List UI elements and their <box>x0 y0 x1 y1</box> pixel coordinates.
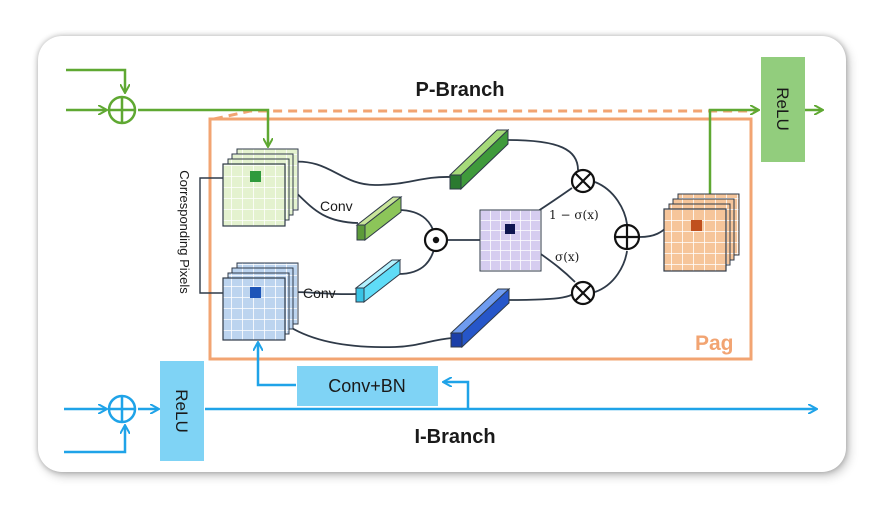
multiply-top-icon <box>570 168 596 194</box>
conv-bn-box <box>297 366 438 406</box>
pag-label: Pag <box>695 332 734 355</box>
orange-output-map <box>663 193 740 272</box>
conv-top-label: Conv <box>320 198 353 214</box>
conv-bn-label: Conv+BN <box>328 376 406 396</box>
i-branch-lines <box>64 343 816 454</box>
multiply-bottom-icon <box>570 280 596 306</box>
conv-top-cube <box>355 195 403 242</box>
p-branch-lines <box>66 68 822 195</box>
purple-attention-map <box>479 209 542 272</box>
relu-bottom-box <box>160 361 204 461</box>
long-cube-top <box>448 128 510 191</box>
pag-box <box>208 117 753 361</box>
relu-bottom-label: ReLU <box>172 389 191 432</box>
i-branch-add-icon <box>107 394 137 424</box>
one-minus-sigma-label: 1 − σ(x) <box>549 208 599 222</box>
corresponding-pixels-label: Corresponding Pixels <box>177 170 192 294</box>
blue-feature-map <box>222 262 299 341</box>
p-branch-label: P-Branch <box>416 79 505 101</box>
green-feature-map <box>222 148 299 227</box>
relu-top-label: ReLU <box>773 87 792 130</box>
i-branch-label: I-Branch <box>414 426 495 448</box>
p-branch-add-icon <box>107 95 137 125</box>
conv-bottom-label: Conv <box>303 285 336 301</box>
conv-bottom-cube <box>354 258 402 304</box>
relu-top-box <box>761 57 805 162</box>
add-icon <box>613 223 641 251</box>
long-cube-bottom <box>449 287 511 349</box>
sigma-label: σ(x) <box>555 250 579 264</box>
hadamard-icon <box>423 227 449 253</box>
corresponding-bracket <box>199 177 228 294</box>
